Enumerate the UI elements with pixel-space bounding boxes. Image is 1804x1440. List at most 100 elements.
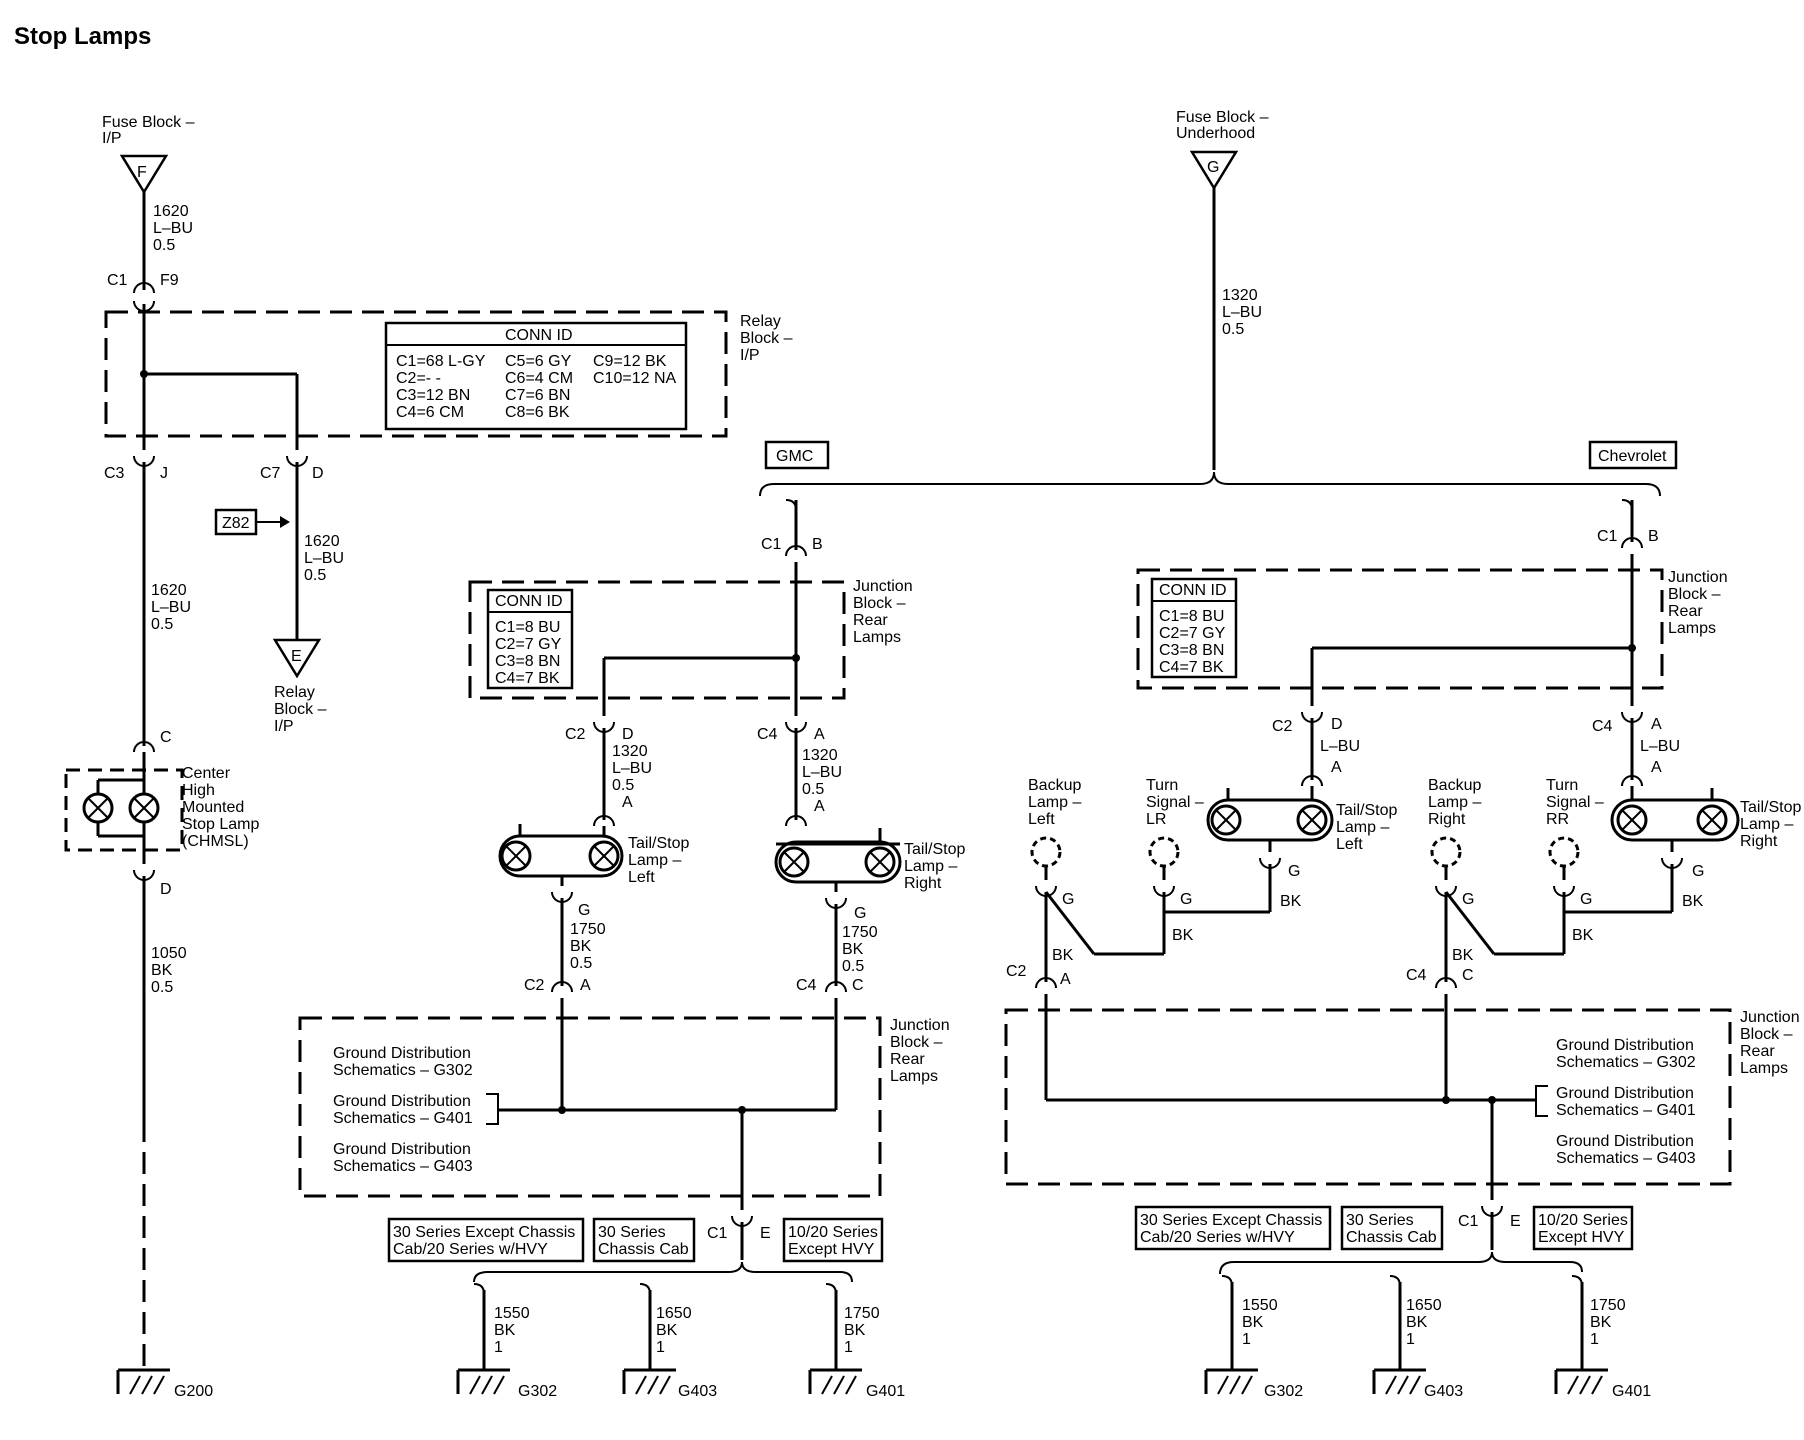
gmc-opt-1020-1: 10/20 Series <box>788 1224 878 1241</box>
chev-g1750-2: BK <box>1590 1314 1612 1331</box>
label-c3: C3 <box>104 465 125 482</box>
relay-conn-id-title: CONN ID <box>505 327 573 344</box>
wire-1320-gl-2: L–BU <box>612 760 652 777</box>
chev-ground-g302: G302 <box>1264 1383 1303 1400</box>
wire-1620-z82-2: L–BU <box>304 550 344 567</box>
fuse-block-underhood: Fuse Block – Underhood G <box>1176 109 1269 191</box>
label-chev-c1: C1 <box>1597 528 1618 545</box>
ground-g200-label: G200 <box>174 1383 213 1400</box>
chev-bk-2: BK <box>1172 927 1194 944</box>
relay-conn-c9: C9=12 BK <box>593 353 667 370</box>
jb-gmc-lower-label-3: Rear <box>890 1051 925 1068</box>
option-z82: Z82 <box>222 515 250 532</box>
chev-opt-30except-2: Cab/20 Series w/HVY <box>1140 1229 1295 1246</box>
gmc-g1650-3: 1 <box>656 1339 665 1356</box>
chev-tl-bulb-2-icon <box>1296 804 1328 836</box>
chev-g1750-3: 1 <box>1590 1331 1599 1348</box>
label-c7: C7 <box>260 465 281 482</box>
relay-conn-c3: C3=12 BN <box>396 387 470 404</box>
label-gmc-tr-g: G <box>854 905 866 922</box>
wire-1620-z82-3: 0.5 <box>304 567 326 584</box>
jb-gmc-lower-label-2: Block – <box>890 1034 943 1051</box>
gmc-g1550-1: 1550 <box>494 1305 530 1322</box>
relay-conn-c5: C5=6 GY <box>505 353 572 370</box>
gmc-opt-1020-2: Except HVY <box>788 1241 875 1258</box>
chev-tl-label-3: Left <box>1336 836 1363 853</box>
wire-1320-gl-1: 1320 <box>612 743 648 760</box>
chev-ground-g302-icon <box>1204 1368 1260 1396</box>
gmc-tr-label-3: Right <box>904 875 942 892</box>
chmsl-bulb-1-icon <box>82 792 114 824</box>
jb-chev-conn-id: CONN ID C1=8 BU C2=7 GY C3=8 BN C4=7 BK <box>1150 577 1238 679</box>
label-gmc-c1-lower: C1 <box>707 1225 728 1242</box>
wire-1320-top-3: 0.5 <box>1222 321 1244 338</box>
chev-backup-left-label-1: Backup <box>1028 777 1081 794</box>
jb-chev-lower-label-1: Junction <box>1740 1009 1800 1026</box>
label-gmc-a-r: A <box>814 798 825 815</box>
jb-gmc-lower-label-1: Junction <box>890 1017 950 1034</box>
gmc-opt-30cab-2: Chassis Cab <box>598 1241 689 1258</box>
label-chev-a-top: A <box>1651 716 1662 733</box>
label-chev-c-lower: C <box>1462 967 1474 984</box>
chev-g1750-1: 1750 <box>1590 1297 1626 1314</box>
wire-1320-gr-1: 1320 <box>802 747 838 764</box>
variant-chevrolet-box <box>1588 440 1678 470</box>
chev-ground-ref-g401-1: Ground Distribution <box>1556 1085 1694 1102</box>
wire-1750-gr-1: 1750 <box>842 924 878 941</box>
wire-1320-gl-3: 0.5 <box>612 777 634 794</box>
chev-opt-30cab-2: Chassis Cab <box>1346 1229 1437 1246</box>
label-gmc-c2-lower: C2 <box>524 977 545 994</box>
chev-tr-label-3: Right <box>1740 833 1778 850</box>
chev-g1650-3: 1 <box>1406 1331 1415 1348</box>
gmc-ground-ref-g302-1: Ground Distribution <box>333 1045 471 1062</box>
chev-ground-ref-g302-2: Schematics – G302 <box>1556 1054 1696 1071</box>
jb-gmc-c1: C1=8 BU <box>495 619 560 636</box>
wire-1320-gr-2: L–BU <box>802 764 842 781</box>
chev-tail-stop-lamp-left <box>1206 786 1334 842</box>
chev-turn-lr-label-2: Signal – <box>1146 794 1204 811</box>
jb-chev-c4: C4=7 BK <box>1159 659 1224 676</box>
jb-chev-label-1: Junction <box>1668 569 1728 586</box>
wire-1750-gr-3: 0.5 <box>842 958 864 975</box>
wire-1620-mid-1: 1620 <box>151 582 187 599</box>
chev-backup-left-label-3: Left <box>1028 811 1055 828</box>
chev-backup-right-label-2: Lamp – <box>1428 794 1481 811</box>
gmc-g1650-2: BK <box>656 1322 678 1339</box>
page-title: Stop Lamps <box>14 23 151 50</box>
jb-chev-c1: C1=8 BU <box>1159 608 1224 625</box>
label-chev-tlr-g: G <box>1180 891 1192 908</box>
chev-ground-g403-icon <box>1372 1368 1428 1396</box>
label-chev-tl-g: G <box>1288 863 1300 880</box>
wire-1620-z82-1: 1620 <box>304 533 340 550</box>
label-gmc-c1: C1 <box>761 536 782 553</box>
chmsl-label-5: (CHMSL) <box>182 833 249 850</box>
gmc-ground-g403-icon <box>622 1368 678 1396</box>
jb-rear-gmc-lower-outline <box>298 1016 882 1198</box>
label-chev-a-l: A <box>1331 759 1342 776</box>
fuse-block-ip: Fuse Block – I/P F <box>102 114 195 195</box>
chev-backup-left-bulb-icon <box>1030 836 1062 868</box>
wire-1750-gl-1: 1750 <box>570 921 606 938</box>
chev-g1650-1: 1650 <box>1406 1297 1442 1314</box>
chev-backup-right-label-1: Backup <box>1428 777 1481 794</box>
label-c-chmsl: C <box>160 729 172 746</box>
chev-turn-rr-bulb-icon <box>1548 836 1580 868</box>
label-gmc-c2: C2 <box>565 726 586 743</box>
jb-chev-lower-label-2: Block – <box>1740 1026 1793 1043</box>
chev-g1650-2: BK <box>1406 1314 1428 1331</box>
label-f9: F9 <box>160 272 179 289</box>
chev-ground-ref-g401-2: Schematics – G401 <box>1556 1102 1696 1119</box>
chmsl-label-2: High <box>182 782 215 799</box>
label-d-chmsl: D <box>160 881 172 898</box>
chmsl-label-1: Center <box>182 765 231 782</box>
fuse-ip-triangle <box>119 154 169 195</box>
wire-1620-top-1: 1620 <box>153 203 189 220</box>
chmsl-bulb-2-icon <box>128 792 160 824</box>
jb-gmc-label-2: Block – <box>853 595 906 612</box>
gmc-g1750-1: 1750 <box>844 1305 880 1322</box>
chev-tl-bulb-1-icon <box>1210 804 1242 836</box>
jb-gmc-c3: C3=8 BN <box>495 653 560 670</box>
label-chev-lbu-l: L–BU <box>1320 738 1360 755</box>
gmc-tl-label-2: Lamp – <box>628 852 681 869</box>
